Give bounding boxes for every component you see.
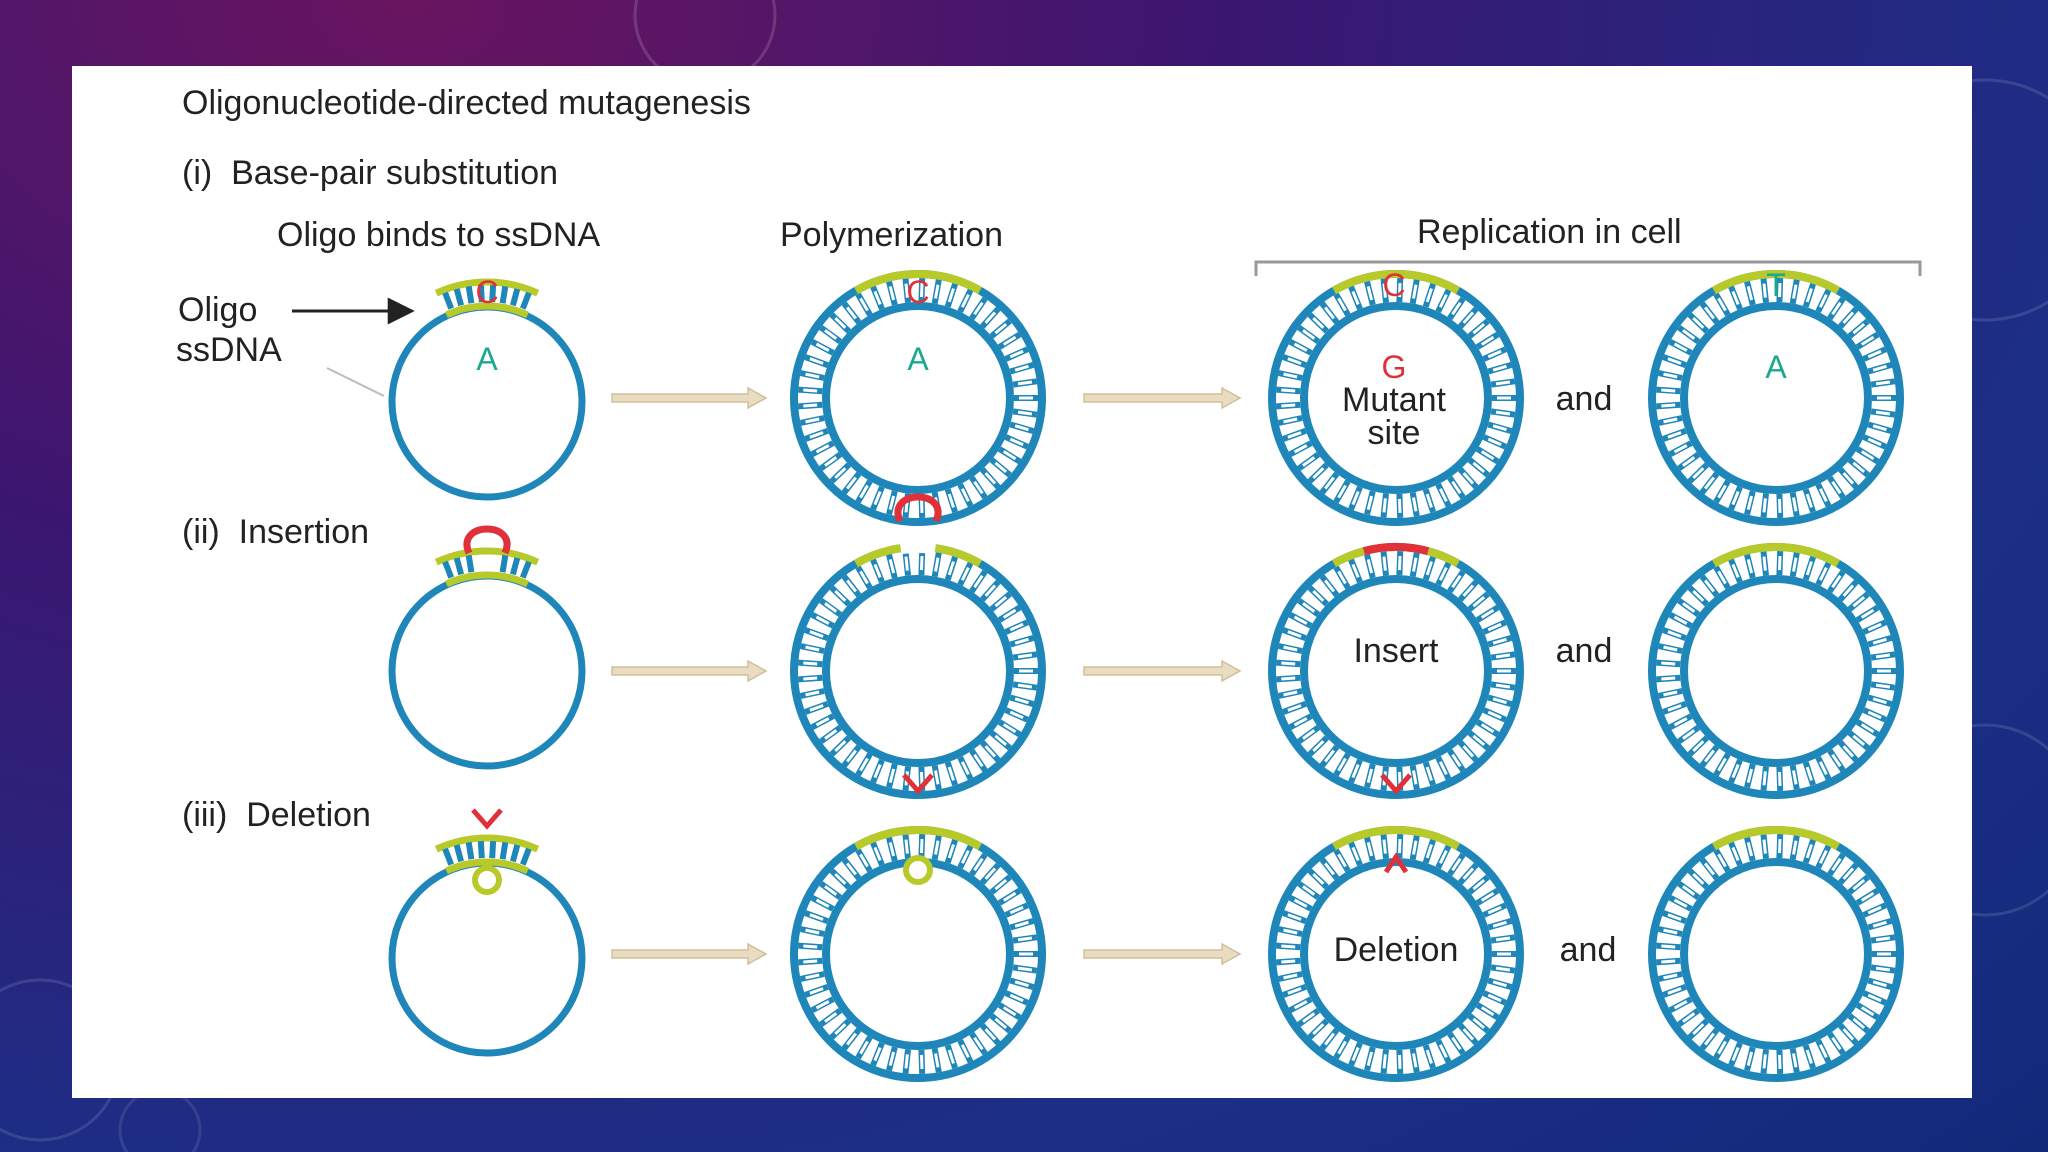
dsdna-inner-strand — [1680, 858, 1872, 1050]
ssdna-pointer-line — [326, 367, 385, 397]
deletion-caret-mark — [1383, 852, 1409, 874]
dsdna-rung-gaps — [1661, 283, 1891, 513]
dsdna-rung-gaps — [803, 556, 1033, 786]
dsdna-rungs — [1656, 551, 1896, 791]
base-pair-ticks — [442, 841, 532, 866]
dsdna-rung-gaps — [1281, 283, 1511, 513]
base-c-label: C — [1382, 267, 1405, 303]
insertion-loop — [463, 525, 511, 555]
deletion-label: Deletion — [1334, 931, 1459, 969]
dsdna-rung-gaps — [1281, 556, 1511, 786]
oligo-strand — [434, 547, 540, 566]
oligo-strand — [1332, 825, 1460, 851]
oligo-strand-segment — [444, 571, 530, 588]
oligo-strand-segment — [444, 302, 530, 319]
diagram-shapes — [388, 269, 1904, 1082]
process-arrow — [1083, 942, 1242, 966]
oligo-strand — [1712, 825, 1840, 851]
section-label-substitution: (i) Base-pair substitution — [182, 154, 558, 192]
looped-out-segment — [903, 855, 933, 885]
dsdna-inner-strand — [822, 302, 1014, 494]
dsdna-outer-strand — [1648, 543, 1904, 799]
process-arrow — [1083, 386, 1242, 410]
insert-label: Insert — [1353, 632, 1439, 670]
oligo-strand — [854, 825, 982, 851]
oligo-strand — [1332, 269, 1460, 295]
column-label-replication: Replication in cell — [1417, 213, 1682, 251]
base-a-label: A — [907, 341, 929, 377]
mutant-site-label-line1: Mutant — [1342, 381, 1446, 419]
dsdna-rungs — [798, 551, 1038, 791]
process-arrow — [1083, 659, 1242, 683]
oligo-strand — [434, 278, 540, 297]
dsdna-outer-strand — [1648, 270, 1904, 526]
oligo-strand — [854, 269, 982, 295]
and-label: and — [1560, 931, 1617, 969]
base-pair-ticks — [442, 285, 532, 310]
ssdna-label: ssDNA — [176, 331, 282, 369]
base-g-label: G — [1382, 349, 1407, 385]
dsdna-rungs — [1656, 834, 1896, 1074]
process-arrow — [611, 659, 768, 683]
base-c-label: C — [475, 274, 498, 310]
base-a-label: A — [1765, 349, 1787, 385]
dsdna-inner-strand — [1300, 302, 1492, 494]
dsdna-rungs — [798, 278, 1038, 518]
insertion-gap — [899, 540, 937, 555]
ssdna-circle — [388, 572, 586, 770]
and-label: and — [1556, 380, 1613, 418]
column-label-polymerization: Polymerization — [780, 216, 1003, 254]
dsdna-rung-gaps — [1661, 556, 1891, 786]
slide-panel: Oligonucleotide-directed mutagenesis (i)… — [72, 66, 1972, 1098]
dsdna-outer-strand — [1648, 826, 1904, 1082]
dsdna-rungs — [1656, 278, 1896, 518]
and-label: and — [1556, 632, 1613, 670]
dsdna-rung-gaps — [1281, 839, 1511, 1069]
base-pair-ticks — [442, 554, 532, 579]
section-label-insertion: (ii) Insertion — [182, 513, 369, 551]
diagram-title: Oligonucleotide-directed mutagenesis — [182, 84, 751, 122]
oligo-strand-segment — [444, 858, 530, 875]
deletion-v-mark — [1380, 773, 1412, 795]
dsdna-inner-strand — [1300, 858, 1492, 1050]
column-label-oligo-binds: Oligo binds to ssDNA — [277, 216, 600, 254]
dsdna-outer-strand — [790, 270, 1046, 526]
oligo-strand — [434, 834, 540, 853]
dsdna-inner-strand — [822, 858, 1014, 1050]
looped-out-segment — [472, 865, 502, 895]
insertion-loop — [894, 493, 942, 523]
dsdna-rung-gaps — [803, 839, 1033, 1069]
inserted-segment — [1362, 543, 1430, 556]
dsdna-inner-strand — [1300, 575, 1492, 767]
base-c-label: C — [906, 274, 929, 310]
dsdna-outer-strand — [790, 543, 1046, 799]
deletion-v-mark — [471, 808, 503, 830]
dsdna-inner-strand — [822, 575, 1014, 767]
mutagenesis-diagram: Oligonucleotide-directed mutagenesis (i)… — [176, 84, 1922, 1082]
dsdna-outer-strand — [1268, 543, 1524, 799]
process-arrow — [611, 386, 768, 410]
dsdna-rung-gaps — [1661, 839, 1891, 1069]
deco-circle — [118, 1088, 202, 1152]
mutant-site-label-line2: site — [1368, 414, 1421, 452]
section-label-deletion: (iii) Deletion — [182, 796, 371, 834]
oligo-label: Oligo — [178, 291, 257, 329]
dsdna-inner-strand — [1680, 302, 1872, 494]
replication-bracket — [1254, 260, 1922, 276]
dsdna-inner-strand — [1680, 575, 1872, 767]
process-arrow — [611, 942, 768, 966]
deletion-v-mark — [902, 773, 934, 795]
dsdna-rungs — [1276, 551, 1516, 791]
oligo-strand — [1712, 542, 1840, 568]
base-a-label: A — [476, 341, 498, 377]
base-t-label: T — [1766, 267, 1786, 303]
ssdna-circle — [388, 303, 586, 501]
oligo-strand — [1712, 269, 1840, 295]
